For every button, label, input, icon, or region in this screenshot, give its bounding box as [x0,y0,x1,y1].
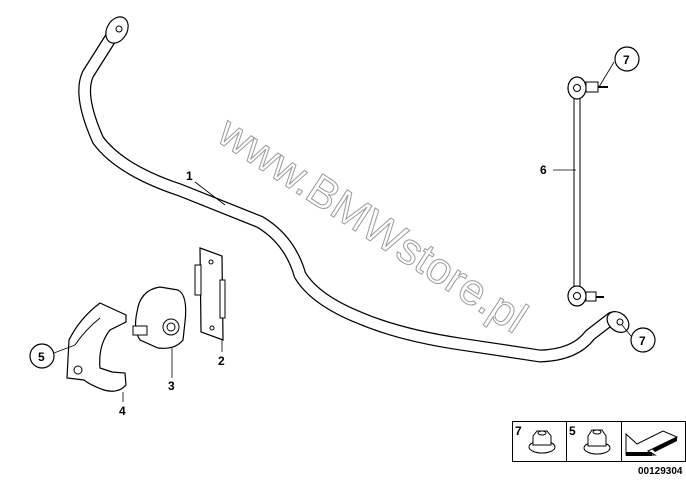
label-7-bottom: 7 [639,334,646,348]
callout-circle-7-bottom [630,327,656,353]
stabilizer-link[interactable] [567,76,608,307]
label-4: 4 [119,404,126,418]
leader-lines [53,61,632,402]
legend-box: 7 5 [512,421,686,462]
arrow-icon [625,430,679,456]
label-1: 1 [186,169,193,183]
label-7-top: 7 [623,53,630,67]
label-5: 5 [38,350,45,364]
hex-nut-icon [528,430,556,454]
rubber-mounting[interactable] [132,286,187,349]
hex-nut-icon [583,429,611,455]
holder[interactable] [66,302,127,392]
legend-number-5: 5 [569,424,576,438]
legend-number-7: 7 [515,424,522,438]
label-3: 3 [168,379,175,393]
image-code: 00129304 [638,466,683,477]
bracket-plate[interactable] [194,247,226,341]
callout-circle-7-top [614,46,640,72]
label-6: 6 [540,163,547,177]
label-2: 2 [218,354,225,368]
callout-circle-5 [29,343,55,369]
